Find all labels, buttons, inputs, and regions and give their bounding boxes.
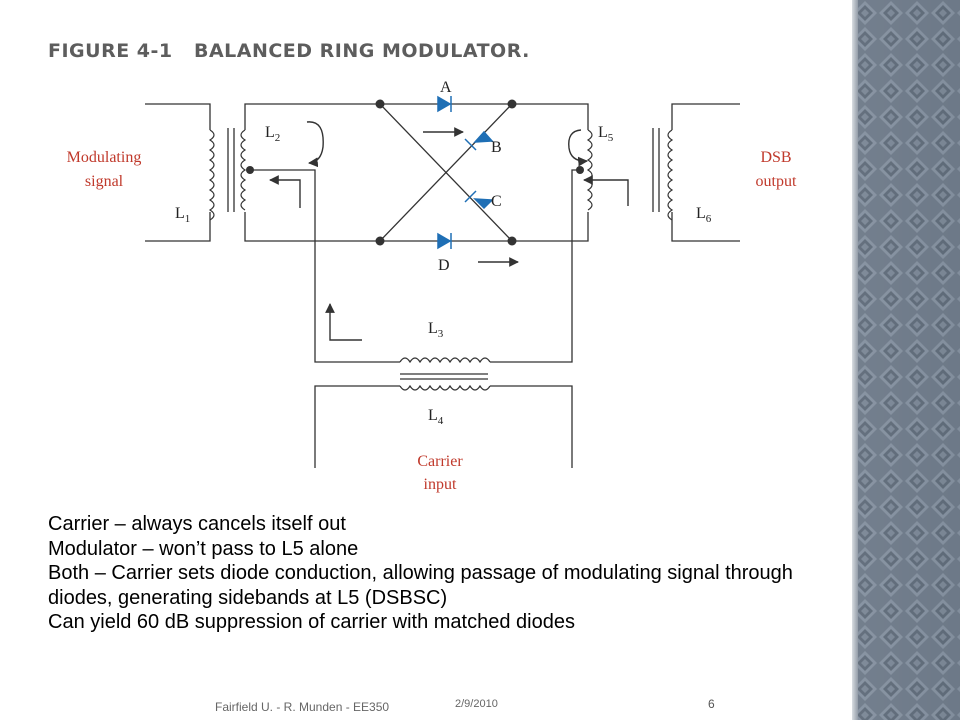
diode-label-c: C bbox=[491, 193, 502, 210]
circuit-wires bbox=[145, 103, 740, 468]
inductor-label-l6: L6 bbox=[696, 205, 712, 225]
inductor-label-l1: L1 bbox=[175, 205, 190, 225]
current-arrows bbox=[269, 121, 629, 341]
dsb-output-label-line1: DSB bbox=[760, 149, 791, 166]
inductor-label-l5: L5 bbox=[598, 124, 614, 144]
slide-number: 6 bbox=[708, 697, 715, 711]
bullet-suppression: Can yield 60 dB suppression of carrier w… bbox=[48, 611, 575, 633]
bullet-modulator: Modulator – won’t pass to L5 alone bbox=[48, 537, 359, 560]
footer-date: 2/9/2010 bbox=[455, 698, 498, 710]
diodes bbox=[437, 95, 494, 250]
dsb-output-label-line2: output bbox=[756, 173, 797, 190]
carrier-input-label-line1: Carrier bbox=[417, 453, 463, 470]
modulating-signal-label-line2: signal bbox=[85, 173, 124, 190]
bullet-both: Both – Carrier sets diode conduction, al… bbox=[48, 562, 793, 609]
diode-label-a: A bbox=[440, 79, 452, 96]
slide-body: Carrier – always cancels itself out Modu… bbox=[48, 512, 838, 635]
footer-source: Fairfield U. - R. Munden - EE350 bbox=[215, 700, 390, 714]
modulating-signal-label-line1: Modulating bbox=[67, 149, 142, 166]
ring-modulator-diagram: A B C D L1 L2 L3 L4 L5 L6 Modulating sig… bbox=[67, 79, 797, 493]
inductor-label-l3: L3 bbox=[428, 320, 444, 340]
transformer-coils bbox=[208, 129, 674, 391]
circuit-nodes bbox=[246, 99, 584, 246]
carrier-input-label-line2: input bbox=[424, 476, 457, 493]
decorative-side-panel bbox=[852, 0, 960, 720]
inductor-label-l4: L4 bbox=[428, 407, 444, 427]
slide-title: Figure 4-1 Balanced ring modulator. bbox=[48, 40, 530, 62]
diode-label-b: B bbox=[491, 139, 502, 156]
inductor-label-l2: L2 bbox=[265, 124, 280, 144]
bullet-carrier: Carrier – always cancels itself out bbox=[48, 513, 346, 535]
diode-label-d: D bbox=[438, 257, 450, 274]
